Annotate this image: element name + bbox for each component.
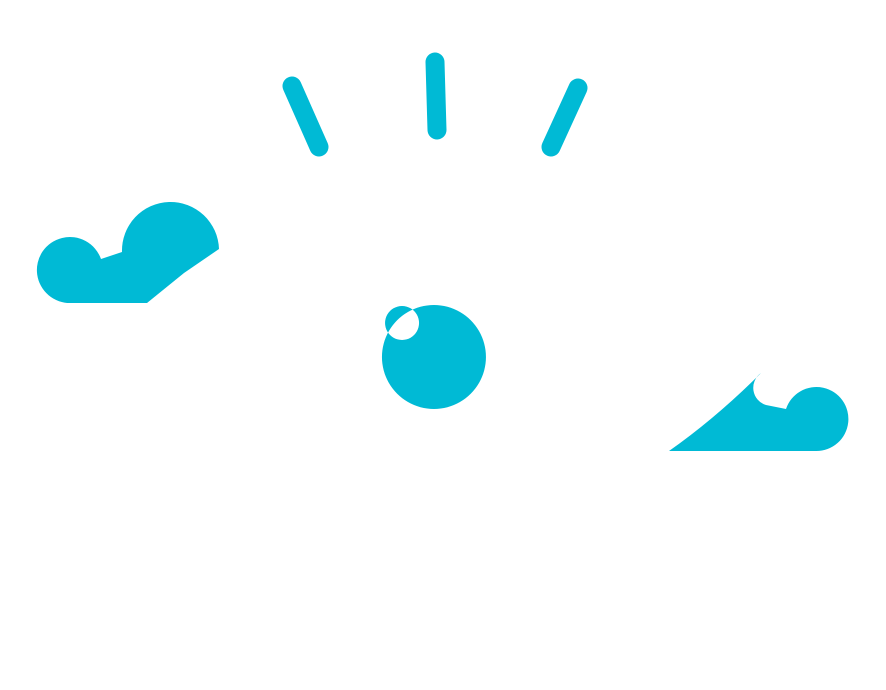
- sun-ray-icon-left: [282, 76, 329, 157]
- eye-icon: [381, 305, 486, 409]
- sun-ray-icon-center: [425, 52, 447, 140]
- cloud-icon-left: [36, 202, 220, 304]
- cloud-icon-right: [669, 373, 849, 452]
- sun-ray-icon-right: [541, 78, 588, 157]
- sun-rays: [282, 52, 588, 157]
